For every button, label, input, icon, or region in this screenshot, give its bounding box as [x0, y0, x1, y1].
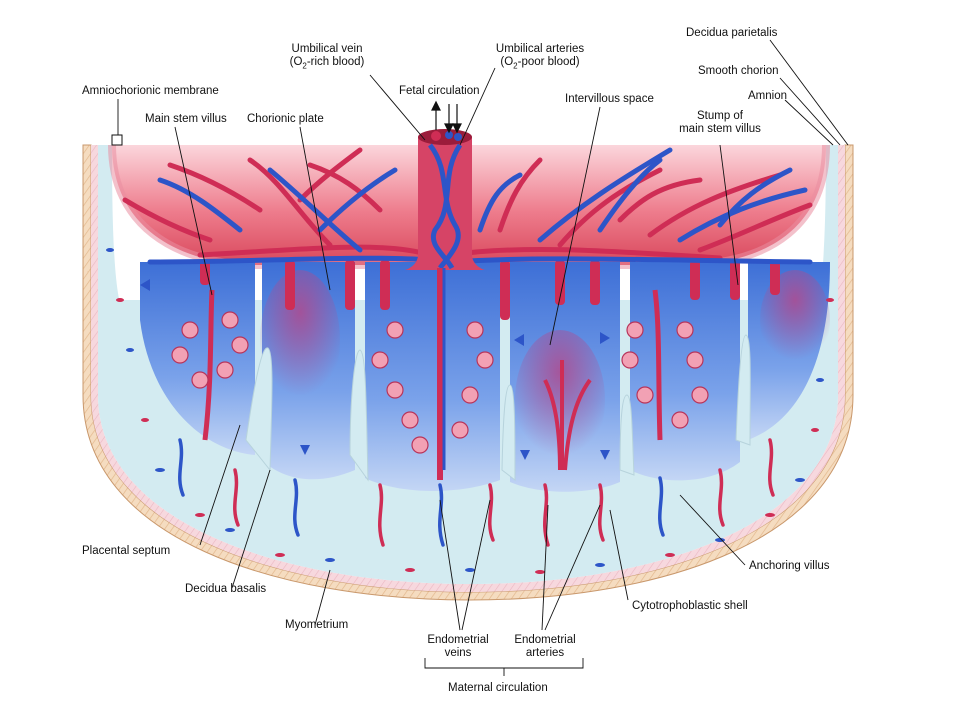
- label-umbilical-vein-rich: -rich blood): [306, 56, 365, 68]
- label-amniochorionic-membrane: Amniochorionic membrane: [82, 85, 219, 97]
- label-chorionic-plate: Chorionic plate: [247, 113, 324, 125]
- label-myometrium: Myometrium: [285, 619, 349, 631]
- label-amnion: Amnion: [748, 90, 787, 102]
- label-main-stem-villus: Main stem villus: [145, 113, 227, 125]
- umbilical-cord: [405, 129, 485, 270]
- label-decidua-parietalis: Decidua parietalis: [686, 27, 778, 39]
- decidual-cells: [106, 248, 834, 574]
- label-endometrial-veins-line2: veins: [444, 647, 472, 659]
- label-smooth-chorion: Smooth chorion: [698, 65, 779, 77]
- label-endometrial-veins: Endometrial veins: [418, 634, 498, 660]
- label-umbilical-vein-line2: (O2-rich blood): [282, 56, 372, 71]
- label-umbilical-vein-line1: Umbilical vein: [291, 43, 363, 55]
- label-maternal-circulation: Maternal circulation: [448, 682, 548, 694]
- label-umbilical-vein: Umbilical vein (O2-rich blood): [282, 43, 372, 71]
- label-umbilical-arteries-poor: -poor blood): [517, 56, 580, 68]
- label-fetal-circulation: Fetal circulation: [399, 85, 480, 97]
- label-umbilical-arteries-sub: 2: [513, 61, 518, 71]
- label-umbilical-vein-sub: 2: [302, 61, 307, 71]
- label-cytotrophoblastic-shell: Cytotrophoblastic shell: [632, 600, 748, 612]
- chorionic-plate-stumps: [200, 260, 780, 320]
- label-stump-line2: main stem villus: [679, 123, 761, 135]
- intervillous-space: [140, 262, 830, 492]
- label-placental-septum: Placental septum: [82, 545, 171, 557]
- label-endometrial-arteries: Endometrial arteries: [505, 634, 585, 660]
- fetal-circulation-arrows: [431, 100, 462, 134]
- placental-septa: [245, 334, 751, 482]
- label-endometrial-arteries-line2: arteries: [525, 647, 565, 659]
- label-umbilical-arteries-line2: (O2-poor blood): [485, 56, 595, 71]
- label-umbilical-vein-paren: (O: [289, 56, 303, 68]
- label-endometrial-veins-line1: Endometrial: [427, 634, 489, 646]
- label-endometrial-arteries-line1: Endometrial: [514, 634, 576, 646]
- label-stump-main-stem-villus: Stump of main stem villus: [665, 110, 775, 136]
- label-decidua-basalis: Decidua basalis: [185, 583, 267, 595]
- label-anchoring-villus: Anchoring villus: [749, 560, 830, 572]
- fetal-veins: [147, 147, 813, 265]
- villous-trees: [171, 268, 709, 480]
- label-umbilical-arteries-line1: Umbilical arteries: [495, 43, 585, 55]
- flow-arrows: [140, 279, 610, 460]
- label-umbilical-arteries: Umbilical arteries (O2-poor blood): [485, 43, 595, 71]
- fetal-arteries: [122, 147, 813, 261]
- endometrial-vessels: [178, 438, 775, 547]
- label-umbilical-arteries-paren: (O: [500, 56, 514, 68]
- label-intervillous-space: Intervillous space: [565, 93, 654, 105]
- leader-lines: [117, 39, 849, 676]
- label-stump-line1: Stump of: [696, 110, 744, 122]
